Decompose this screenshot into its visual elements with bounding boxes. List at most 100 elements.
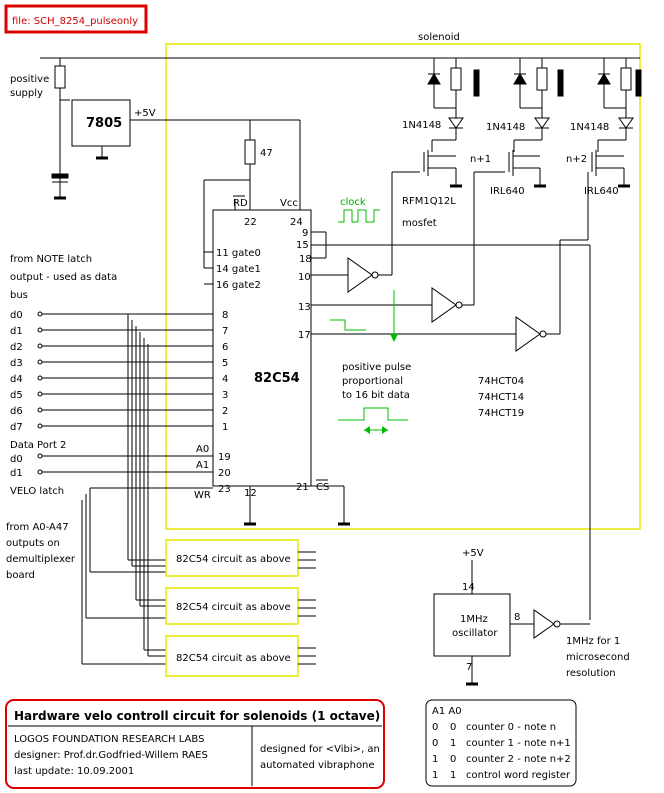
mosfet-label-3: IRL640: [490, 186, 525, 197]
chip-pin-d3: 3: [222, 390, 228, 401]
chip-pin-d4: 4: [222, 374, 228, 385]
regulator-label: 7805: [86, 116, 122, 131]
file-label-frame: [4, 4, 148, 34]
designed-2: automated vibraphone: [260, 760, 375, 771]
addr-row3-a1: 1: [432, 754, 438, 765]
chip-pin-20: 20: [218, 468, 231, 479]
title-box: [5, 699, 385, 789]
demux-line-2: outputs on: [6, 538, 60, 549]
chip-gate0: 11 gate0: [216, 248, 261, 259]
chip-pin-d5: 5: [222, 358, 228, 369]
note-latch-1: from NOTE latch: [10, 254, 92, 265]
chip-gate2: 16 gate2: [216, 280, 261, 291]
solenoid-label: solenoid: [418, 32, 460, 43]
osc-pin-8: 8: [514, 612, 520, 623]
addr-row2-a1: 0: [432, 738, 438, 749]
demux-line-3: demultiplexer: [6, 554, 76, 565]
data-line-d1: d1: [10, 326, 23, 337]
chip-pin-24: 24: [290, 217, 303, 228]
pulse-width-arrowheads: [364, 426, 388, 434]
title-text: Hardware velo controll circuit for solen…: [14, 709, 380, 723]
address-table-rows: 0 0 counter 0 - note n 0 1 counter 1 - n…: [432, 722, 571, 781]
output-waveform: [330, 319, 366, 331]
mosfet-label-4: IRL640: [584, 186, 619, 197]
data-line-d7: d7: [10, 422, 23, 433]
chip-pin-13: 13: [298, 302, 311, 313]
clock-wiring: [311, 231, 591, 620]
chip-pin-18: 18: [299, 254, 312, 265]
address-table-box: [425, 699, 577, 787]
circuit-copy-1: 82C54 circuit as above: [176, 554, 291, 565]
demux-line-1: from A0-A47: [6, 522, 69, 533]
demux-line-4: board: [6, 570, 35, 581]
addr-row4-a0: 1: [450, 770, 456, 781]
chip-pin-d6: 6: [222, 342, 228, 353]
chip-pin-d7: 7: [222, 326, 228, 337]
supply-rail: [40, 57, 640, 198]
osc-wiring: [466, 560, 590, 686]
pulse-arrow-head: [390, 334, 398, 342]
mosfet-label-2: mosfet: [402, 218, 437, 229]
chip-pin-vcc: Vcc: [280, 198, 298, 209]
circuit-copy-2: 82C54 circuit as above: [176, 602, 291, 613]
addr-row3-desc: counter 2 - note n+2: [466, 754, 571, 765]
data-line-d3: d3: [10, 358, 23, 369]
data-lines: d0 d1 d2 d3 d4 d5 d6 d7: [10, 310, 23, 433]
pulse-note-1: positive pulse: [342, 362, 411, 373]
pulse-note-3: to 16 bit data: [342, 390, 410, 401]
chip-left-pins: 8 7 6 5 4 3 2 1: [222, 310, 228, 433]
pulse-note-2: proportional: [342, 376, 403, 387]
osc-name-1: 1MHz: [460, 614, 488, 625]
circuit-copy-box-1: [165, 539, 299, 577]
chip-pin-d8: 8: [222, 310, 228, 321]
addr-row1-desc: counter 0 - note n: [466, 722, 556, 733]
velo-latch-label: VELO latch: [10, 486, 64, 497]
chip-82c54: [212, 209, 312, 487]
osc-supply: +5V: [462, 548, 484, 559]
inverters: [347, 257, 547, 352]
chip-pin-a0: A0: [196, 444, 209, 455]
title-line-3: last update: 10.09.2001: [14, 766, 134, 777]
file-label: file: SCH_8254_pulseonly: [12, 16, 138, 27]
note-latch-3: bus: [10, 290, 28, 301]
diode-label-2: 1N4148: [486, 122, 525, 133]
osc-pin-14: 14: [462, 582, 475, 593]
resistor-47-label: 47: [260, 148, 273, 159]
circuit-copy-outputs: [298, 551, 316, 665]
data-line-d6: d6: [10, 406, 23, 417]
data-line-d2: d2: [10, 342, 23, 353]
solenoid-area-box: [165, 43, 641, 530]
resolution-1: 1MHz for 1: [566, 636, 620, 647]
ic-74hct04: 74HCT04: [478, 376, 524, 387]
title-line-2: designer: Prof.dr.Godfried-Willem RAES: [14, 750, 208, 761]
addr-row2-a0: 1: [450, 738, 456, 749]
addr-row3-a0: 0: [450, 754, 456, 765]
n2-label: n+2: [566, 154, 587, 165]
chip-pin-19: 19: [218, 452, 231, 463]
note-latch-2: output - used as data: [10, 272, 117, 283]
data-port-d1: d1: [10, 468, 23, 479]
address-table-header: A1 A0: [432, 706, 462, 717]
diode-label-3: 1N4148: [570, 122, 609, 133]
chip-pin-a1: A1: [196, 460, 209, 471]
resolution-3: resolution: [566, 668, 616, 679]
driver-stage-3: [591, 58, 642, 188]
data-line-d0: d0: [10, 310, 23, 321]
driver-stage-1: [423, 58, 480, 188]
addr-row4-desc: control word register: [466, 770, 571, 781]
chip-grounds: [244, 485, 350, 526]
n1-label: n+1: [470, 154, 491, 165]
positive-supply-label-1: positive: [10, 74, 49, 85]
chip-pin-cs: CS: [316, 482, 329, 493]
data-bus-wires: [37, 311, 213, 475]
circuit-copy-box-2: [165, 587, 299, 625]
chip-pin-22: 22: [244, 217, 257, 228]
chip-pin-23: 23: [218, 484, 231, 495]
bus-drops: [81, 314, 213, 665]
output-wiring: [311, 274, 516, 335]
clock-waveform: [338, 209, 380, 223]
chip-pin-rd: RD: [233, 198, 248, 209]
title-line-1: LOGOS FOUNDATION RESEARCH LABS: [14, 734, 204, 745]
addr-row1-a0: 0: [450, 722, 456, 733]
addr-row2-desc: counter 1 - note n+1: [466, 738, 571, 749]
